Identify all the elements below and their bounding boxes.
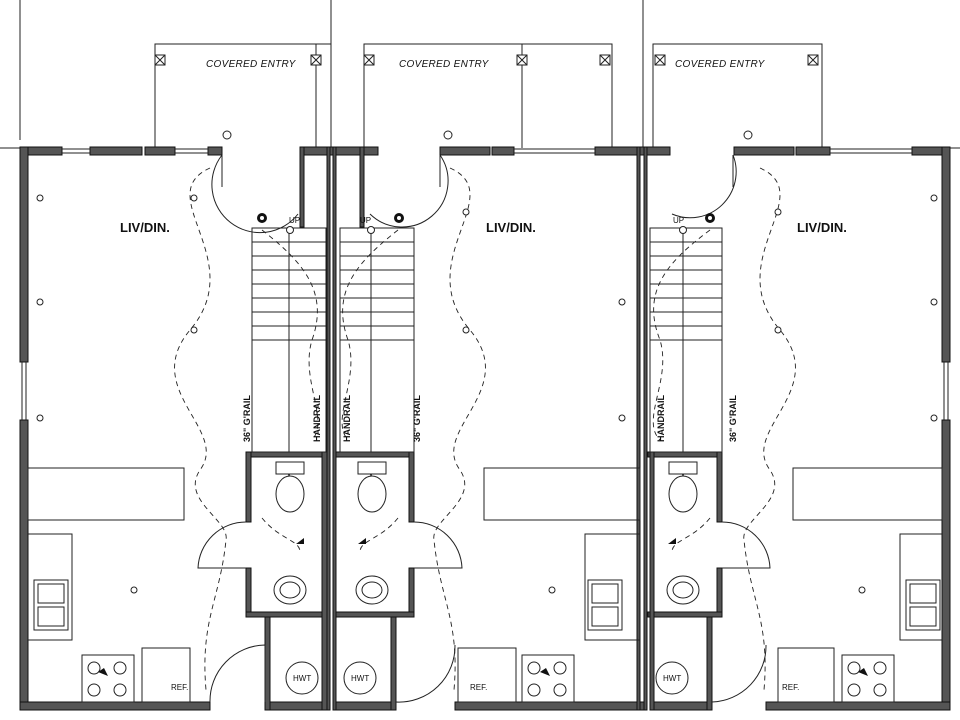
kitchen-sinks: [33, 579, 941, 631]
covered-entry-label-1: COVERED ENTRY: [206, 59, 297, 70]
guardrail-label-1: 36" G'RAIL: [242, 395, 252, 442]
guide-lines: [0, 0, 960, 149]
handrail-label-3: HANDRAIL: [656, 395, 666, 442]
canopy-column-markers: [154, 54, 819, 66]
water-heater-label-3: HWT: [663, 674, 681, 683]
electrical-circuits: [174, 167, 796, 691]
covered-entry-canopies: [154, 43, 823, 148]
up-label-2: UP: [360, 216, 371, 225]
room-label-1: LIV/DIN.: [120, 220, 170, 235]
room-label-2: LIV/DIN.: [486, 220, 536, 235]
interior-walls: [245, 146, 723, 711]
handrail-label-2: HANDRAIL: [342, 395, 352, 442]
entry-doors: [211, 154, 737, 234]
covered-entry-label-3: COVERED ENTRY: [675, 59, 766, 70]
stair-arrows: [285, 462, 687, 478]
covered-entry-label-2: COVERED ENTRY: [399, 59, 490, 70]
water-heaters: [285, 661, 689, 695]
up-label-3: UP: [673, 216, 684, 225]
fridge-label-2: REF.: [470, 683, 487, 692]
guardrail-label-2: 36" G'RAIL: [412, 395, 422, 442]
handrail-label-1: HANDRAIL: [312, 395, 322, 442]
water-heater-label-1: HWT: [293, 674, 311, 683]
stair-treads: [251, 227, 723, 453]
room-label-3: LIV/DIN.: [797, 220, 847, 235]
bath-fixtures: [273, 461, 700, 605]
up-label-1: UP: [289, 216, 300, 225]
interior-doors: [197, 521, 771, 703]
water-heater-label-2: HWT: [351, 674, 369, 683]
guardrail-label-3: 36" G'RAIL: [728, 395, 738, 442]
kitchen-counters: [27, 467, 943, 703]
fridge-label-3: REF.: [782, 683, 799, 692]
fridge-label-1: REF.: [171, 683, 188, 692]
range-burners: [87, 661, 887, 697]
electrical-symbols: [36, 130, 938, 676]
exterior-walls: [19, 146, 951, 711]
